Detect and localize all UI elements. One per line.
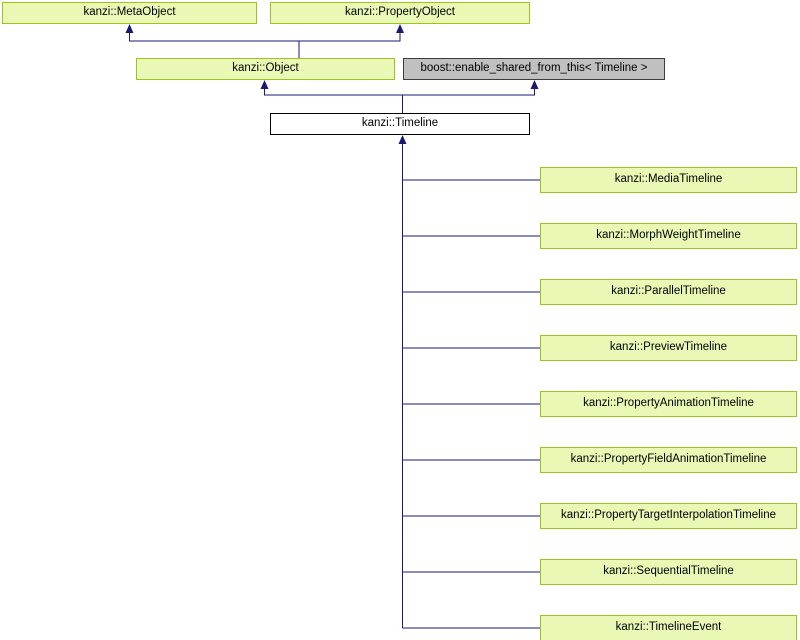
- node-kanzi-mediatimeline[interactable]: kanzi::MediaTimeline: [540, 167, 797, 193]
- node-kanzi-morphweighttimeline[interactable]: kanzi::MorphWeightTimeline: [540, 223, 797, 249]
- arrowhead-to-object: [260, 80, 269, 89]
- node-kanzi-propertytargetinterpolationtimeline[interactable]: kanzi::PropertyTargetInterpolationTimeli…: [540, 503, 797, 529]
- arrowhead-to-timeline: [398, 135, 407, 144]
- arrowhead-to-propertyobject: [396, 24, 404, 33]
- node-boost-enable-shared-from-this: boost::enable_shared_from_this< Timeline…: [403, 58, 665, 80]
- arrowhead-to-metaobject: [125, 24, 134, 33]
- node-kanzi-metaobject[interactable]: kanzi::MetaObject: [2, 2, 257, 24]
- node-kanzi-paralleltimeline[interactable]: kanzi::ParallelTimeline: [540, 279, 797, 305]
- node-kanzi-propertyfieldanimationtimeline[interactable]: kanzi::PropertyFieldAnimationTimeline: [540, 447, 797, 473]
- node-kanzi-object[interactable]: kanzi::Object: [136, 58, 395, 80]
- node-kanzi-sequentialtimeline[interactable]: kanzi::SequentialTimeline: [540, 559, 797, 585]
- node-kanzi-propertyobject[interactable]: kanzi::PropertyObject: [270, 2, 530, 24]
- node-kanzi-propertyanimationtimeline[interactable]: kanzi::PropertyAnimationTimeline: [540, 391, 797, 417]
- arrowhead-to-boost: [530, 80, 539, 89]
- node-kanzi-previewtimeline[interactable]: kanzi::PreviewTimeline: [540, 335, 797, 361]
- node-kanzi-timelineevent[interactable]: kanzi::TimelineEvent: [540, 615, 797, 640]
- node-kanzi-timeline: kanzi::Timeline: [270, 113, 530, 135]
